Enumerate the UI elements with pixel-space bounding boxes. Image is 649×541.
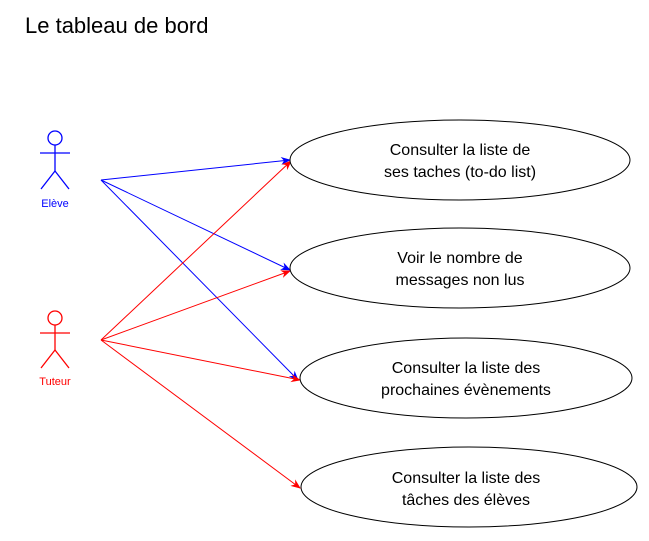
diagram-title: Le tableau de bord xyxy=(25,13,209,38)
actor-eleve-label: Elève xyxy=(41,198,69,210)
use-case-student-tasks-ellipse xyxy=(300,446,638,528)
association-eleve-todo xyxy=(100,156,291,181)
use-case-messages-line2: messages non lus xyxy=(396,272,525,289)
use-case-messages-ellipse xyxy=(289,227,631,309)
association-tuteur-messages xyxy=(100,270,291,341)
use-case-todo-line2: ses taches (to-do list) xyxy=(384,164,536,181)
actor-tuteur-leg-right xyxy=(54,349,70,369)
use-case-todo-ellipse xyxy=(289,119,631,201)
association-tuteur-todo xyxy=(100,160,292,341)
use-case-student-tasks[interactable]: Consulter la liste des tâches des élèves xyxy=(300,446,638,528)
association-eleve-events xyxy=(100,179,299,381)
use-case-messages-line1: Voir le nombre de xyxy=(397,250,523,267)
actor-eleve[interactable] xyxy=(40,130,70,190)
use-case-todo-line1: Consulter la liste de xyxy=(390,142,531,159)
actor-eleve-head xyxy=(47,130,63,146)
associations xyxy=(100,156,301,489)
actor-tuteur-head xyxy=(47,310,63,326)
actor-tuteur-label: Tuteur xyxy=(39,376,71,388)
use-case-events-ellipse xyxy=(299,337,633,419)
use-case-todo[interactable]: Consulter la liste de ses taches (to-do … xyxy=(289,119,631,201)
actor-eleve-leg-left xyxy=(40,170,56,190)
use-case-student-tasks-line1: Consulter la liste des xyxy=(392,470,541,487)
use-case-student-tasks-line2: tâches des élèves xyxy=(402,492,530,509)
use-case-events[interactable]: Consulter la liste des prochaines évènem… xyxy=(299,337,633,419)
actor-tuteur-leg-left xyxy=(40,349,56,369)
actor-tuteur[interactable] xyxy=(40,310,70,369)
association-eleve-messages xyxy=(100,179,291,271)
association-tuteur-events xyxy=(100,339,301,383)
actor-eleve-leg-right xyxy=(54,170,70,190)
use-case-events-line1: Consulter la liste des xyxy=(392,360,541,377)
association-tuteur-student-tasks xyxy=(100,339,301,489)
use-case-messages[interactable]: Voir le nombre de messages non lus xyxy=(289,227,631,309)
use-case-events-line2: prochaines évènements xyxy=(381,382,551,399)
